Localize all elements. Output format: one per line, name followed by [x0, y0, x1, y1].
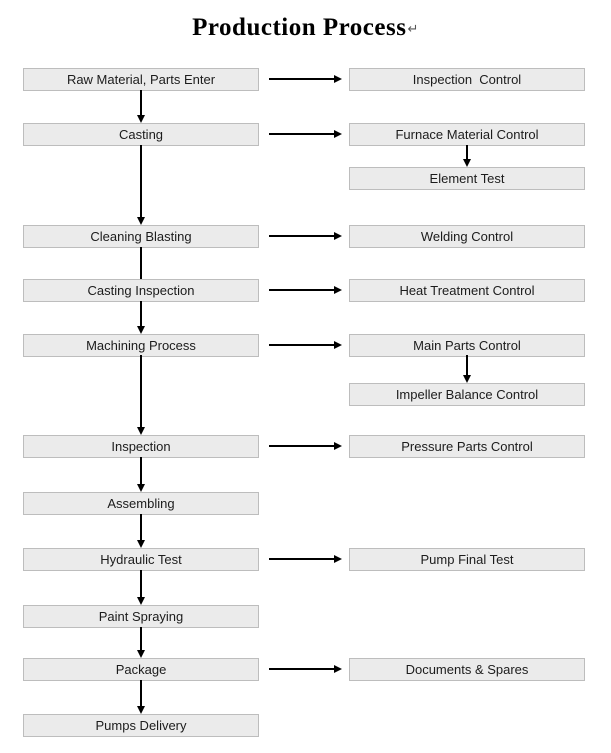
node-pumps-delivery: Pumps Delivery	[23, 714, 259, 737]
arrowhead-down-icon	[462, 375, 471, 383]
arrowhead-down-icon	[136, 326, 145, 334]
connector-machining-process-to-main-parts-control	[269, 344, 334, 346]
node-cleaning-blasting: Cleaning Blasting	[23, 225, 259, 248]
connector-raw-material-to-inspection-control	[269, 78, 334, 80]
arrowhead-right-icon	[334, 285, 342, 294]
connector-assembling-to-hydraulic-test	[140, 514, 142, 540]
node-pressure-parts-control: Pressure Parts Control	[349, 435, 585, 458]
node-inspection-control: Inspection Control	[349, 68, 585, 91]
page-title-text: Production Process	[192, 14, 407, 41]
node-documents-spares: Documents & Spares	[349, 658, 585, 681]
node-casting-inspection: Casting Inspection	[23, 279, 259, 302]
arrowhead-down-icon	[136, 597, 145, 605]
connector-hydraulic-test-to-paint-spraying	[140, 570, 142, 597]
arrowhead-right-icon	[334, 340, 342, 349]
node-package: Package	[23, 658, 259, 681]
arrowhead-right-icon	[334, 231, 342, 240]
connector-cleaning-blasting-to-welding-control	[269, 235, 334, 237]
arrowhead-down-icon	[136, 706, 145, 714]
arrowhead-down-icon	[136, 427, 145, 435]
connector-casting-to-furnace-material-control	[269, 133, 334, 135]
arrowhead-right-icon	[334, 129, 342, 138]
page-title: Production Process↵	[0, 14, 611, 42]
node-hydraulic-test: Hydraulic Test	[23, 548, 259, 571]
connector-furnace-material-to-element-test	[466, 145, 468, 159]
arrowhead-right-icon	[334, 74, 342, 83]
node-welding-control: Welding Control	[349, 225, 585, 248]
arrowhead-right-icon	[334, 554, 342, 563]
node-machining-process: Machining Process	[23, 334, 259, 357]
connector-casting-to-cleaning-blasting	[140, 145, 142, 217]
arrowhead-down-icon	[136, 540, 145, 548]
connector-hydraulic-test-to-pump-final-test	[269, 558, 334, 560]
connector-package-to-documents-spares	[269, 668, 334, 670]
connector-machining-process-to-inspection	[140, 355, 142, 427]
node-raw-material-parts-enter: Raw Material, Parts Enter	[23, 68, 259, 91]
connector-main-parts-to-impeller-balance	[466, 355, 468, 375]
node-assembling: Assembling	[23, 492, 259, 515]
node-furnace-material-control: Furnace Material Control	[349, 123, 585, 146]
node-impeller-balance-control: Impeller Balance Control	[349, 383, 585, 406]
arrowhead-down-icon	[136, 484, 145, 492]
connector-raw-material-to-casting	[140, 90, 142, 115]
connector-paint-spraying-to-package	[140, 627, 142, 650]
connector-package-to-pumps-delivery	[140, 680, 142, 706]
paragraph-mark-icon: ↵	[407, 21, 419, 36]
node-heat-treatment-control: Heat Treatment Control	[349, 279, 585, 302]
connector-casting-inspection-to-machining-process	[140, 301, 142, 326]
connector-casting-inspection-to-heat-treatment-control	[269, 289, 334, 291]
connector-inspection-to-assembling	[140, 457, 142, 484]
connector-cleaning-blasting-to-casting-inspection	[140, 247, 142, 279]
node-pump-final-test: Pump Final Test	[349, 548, 585, 571]
node-paint-spraying: Paint Spraying	[23, 605, 259, 628]
arrowhead-down-icon	[136, 115, 145, 123]
node-main-parts-control: Main Parts Control	[349, 334, 585, 357]
arrowhead-right-icon	[334, 664, 342, 673]
node-casting: Casting	[23, 123, 259, 146]
node-element-test: Element Test	[349, 167, 585, 190]
arrowhead-down-icon	[462, 159, 471, 167]
connector-inspection-to-pressure-parts-control	[269, 445, 334, 447]
arrowhead-right-icon	[334, 441, 342, 450]
node-inspection: Inspection	[23, 435, 259, 458]
arrowhead-down-icon	[136, 650, 145, 658]
arrowhead-down-icon	[136, 217, 145, 225]
